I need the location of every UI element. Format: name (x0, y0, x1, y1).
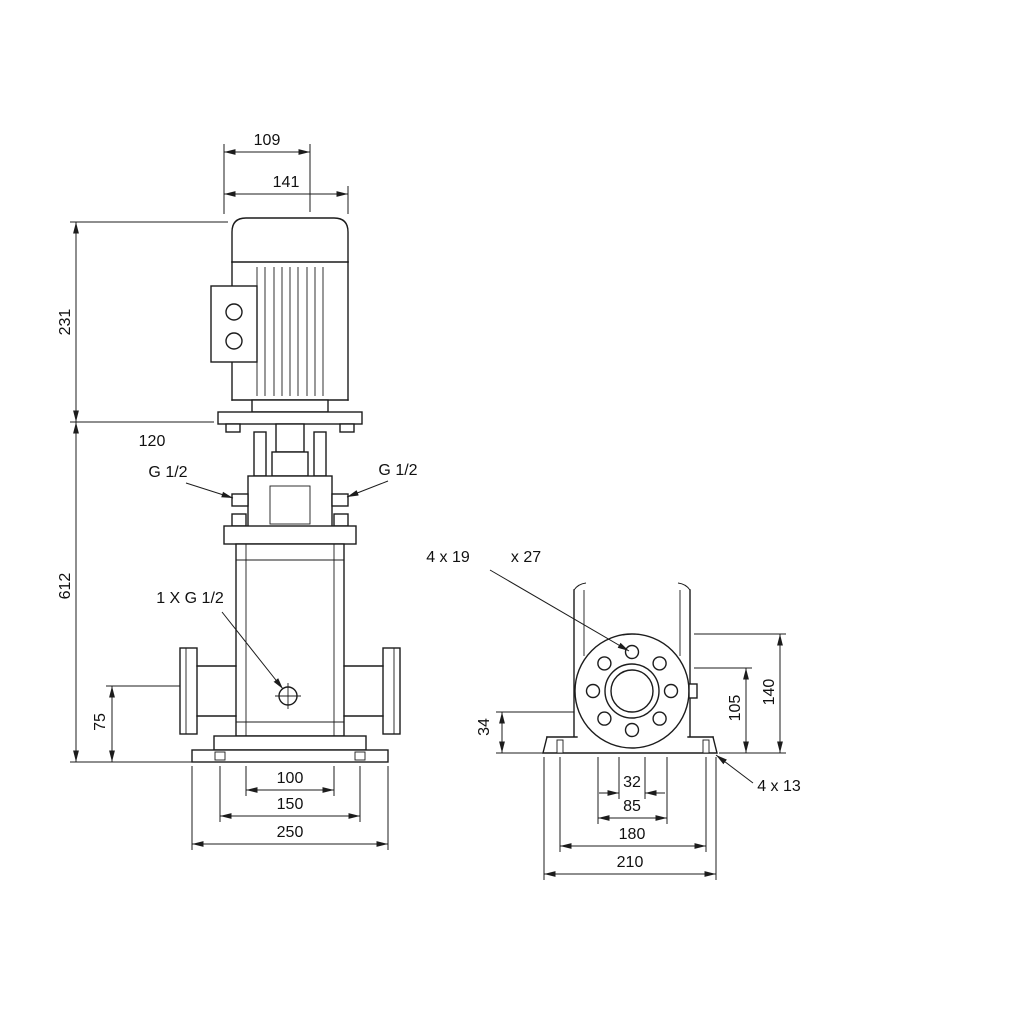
dim-label-150: 150 (277, 796, 304, 813)
dim-150: 150 (219, 766, 361, 822)
dim-label-105: 105 (727, 695, 744, 722)
dim-label-180: 180 (619, 826, 646, 843)
dim-85: 85 (597, 757, 668, 824)
flange-holes-label-a: 4 x 19 (426, 549, 470, 566)
pump-head (223, 475, 357, 545)
dim-100: 100 (245, 766, 335, 796)
dim-612: 612 (57, 421, 214, 763)
dim-label-109: 109 (254, 132, 281, 149)
base-front (191, 735, 389, 763)
drain-plug-note: 1 X G 1/2 (156, 590, 284, 690)
dim-231: 231 (57, 221, 228, 422)
side-view (542, 582, 718, 754)
discharge-flange (343, 647, 401, 735)
base-side (542, 736, 718, 754)
dim-label-34: 34 (476, 718, 493, 736)
dimensions-front: 109 141 231 612 120 75 G 1/2 (57, 132, 418, 850)
g-half-plug-note-left: G 1/2 (148, 464, 234, 499)
drain-plug (275, 683, 301, 709)
dim-105: 105 (694, 667, 752, 753)
drain-label: 1 X G 1/2 (156, 590, 224, 607)
coupling (253, 423, 327, 477)
dim-label-85: 85 (623, 798, 641, 815)
dim-141: 141 (224, 174, 349, 214)
flange-holes-label-b: x 27 (511, 549, 541, 566)
terminal-box (210, 285, 258, 363)
dim-120: 120 (139, 433, 166, 450)
dim-label-210: 210 (617, 854, 644, 871)
plug-label-right: G 1/2 (378, 462, 417, 479)
dim-180: 180 (559, 757, 707, 852)
front-view (179, 217, 401, 763)
flange-holes-note: 4 x 19 x 27 (426, 549, 630, 652)
dim-label-100: 100 (277, 770, 304, 787)
g-half-plug-note-right: G 1/2 (346, 462, 418, 498)
base-holes-note: 4 x 13 (715, 754, 801, 795)
dim-label-612: 612 (57, 573, 74, 600)
dim-109: 109 (223, 132, 311, 214)
dim-label-140: 140 (761, 679, 778, 706)
dim-label-120: 120 (139, 433, 166, 450)
chamber-stack (235, 543, 345, 737)
dim-250: 250 (191, 766, 389, 850)
dim-32: 32 (599, 757, 665, 799)
port-flange-face (574, 633, 698, 749)
suction-flange (179, 647, 237, 735)
dim-75: 75 (92, 685, 180, 762)
dim-label-75: 75 (92, 713, 109, 731)
dim-label-231: 231 (57, 309, 74, 336)
dim-140: 140 (694, 633, 786, 754)
dim-210: 210 (543, 757, 717, 880)
flange-tab (688, 683, 698, 699)
motor-flange (217, 399, 363, 433)
dim-label-250: 250 (277, 824, 304, 841)
dim-label-141: 141 (273, 174, 300, 191)
dimensions-side: 4 x 19 x 27 34 105 140 4 x 13 (426, 549, 801, 880)
base-holes-label: 4 x 13 (757, 778, 801, 795)
dim-label-32: 32 (623, 774, 641, 791)
dim-34: 34 (476, 711, 574, 754)
plug-label-left: G 1/2 (148, 464, 187, 481)
